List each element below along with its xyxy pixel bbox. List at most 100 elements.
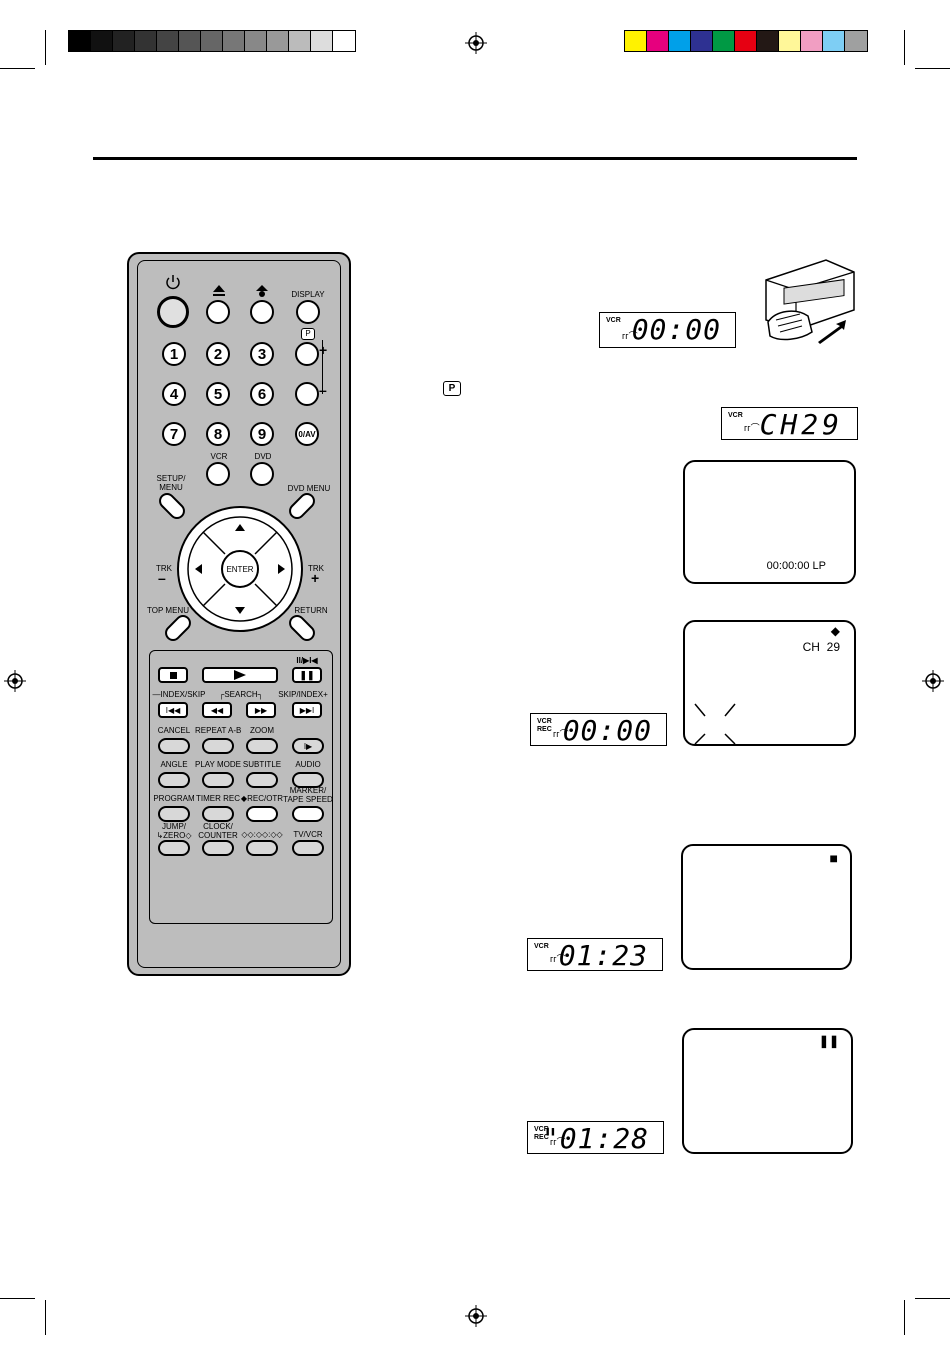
header-rule bbox=[93, 157, 857, 160]
power-button[interactable] bbox=[157, 296, 189, 328]
p-badge: P bbox=[443, 381, 461, 396]
tv-screen: ■ bbox=[681, 844, 852, 970]
stop-icon bbox=[169, 671, 177, 679]
marker-tape-speed-label: MARKER/ TAPE SPEED bbox=[283, 786, 333, 804]
remote-inner-border bbox=[137, 260, 341, 968]
cassette-icon: ᴦᴦ⌒ bbox=[553, 729, 569, 739]
dvd-button[interactable] bbox=[250, 462, 274, 486]
tape-counter-text: 00:00:00 LP bbox=[766, 560, 826, 572]
audio-button[interactable] bbox=[292, 772, 324, 788]
audio-label: AUDIO bbox=[295, 760, 321, 769]
vcr-display-value: 00:00 bbox=[562, 714, 652, 747]
angle-button[interactable] bbox=[158, 772, 190, 788]
registration-target-icon bbox=[465, 32, 487, 54]
registration-target-icon bbox=[922, 670, 944, 692]
stop-indicator-icon: ■ bbox=[829, 850, 838, 866]
cassette-insert-illustration bbox=[765, 259, 855, 344]
repeat-ab-button[interactable] bbox=[202, 738, 234, 754]
crop-mark bbox=[0, 68, 35, 69]
play-mode-button[interactable] bbox=[202, 772, 234, 788]
channel-up-button[interactable] bbox=[295, 342, 319, 366]
open-close-button[interactable] bbox=[250, 300, 274, 324]
vcr-display-label: VCR REC bbox=[534, 1126, 549, 1141]
crop-mark bbox=[904, 30, 905, 65]
slow-button[interactable]: I▶ bbox=[292, 738, 324, 754]
index-skip-label: —INDEX/SKIP bbox=[152, 690, 206, 699]
crop-mark bbox=[0, 1298, 35, 1299]
zoom-button[interactable] bbox=[246, 738, 278, 754]
tv-screen: ◆ CH 29 bbox=[683, 620, 856, 746]
pause-icon: ❚❚ bbox=[299, 669, 315, 680]
channel-down-button[interactable] bbox=[295, 382, 319, 406]
jump-zero-button[interactable] bbox=[158, 840, 190, 856]
dvd-label: DVD bbox=[254, 452, 272, 461]
power-icon bbox=[166, 275, 180, 290]
dvd-menu-label: DVD MENU bbox=[287, 484, 331, 493]
skip-forward-button[interactable]: ▶▶I bbox=[292, 702, 322, 718]
registration-target-icon bbox=[465, 1305, 487, 1327]
open-close-icon bbox=[256, 285, 268, 297]
subtitle-label: SUBTITLE bbox=[242, 760, 282, 769]
vcr-label: VCR bbox=[210, 452, 228, 461]
registration-target-icon bbox=[4, 670, 26, 692]
clock-counter-label: CLOCK/ COUNTER bbox=[198, 822, 238, 840]
cancel-label: CANCEL bbox=[157, 726, 191, 735]
enter-button[interactable]: ENTER bbox=[221, 550, 259, 588]
fast-forward-icon: ▶▶ bbox=[254, 705, 268, 715]
number-8-button[interactable]: 8 bbox=[206, 422, 230, 446]
play-icon bbox=[234, 670, 246, 680]
p-badge: P bbox=[301, 328, 315, 340]
rec-otr-label: ◆REC/OTR bbox=[240, 794, 284, 803]
vcr-display-label: VCR bbox=[728, 412, 743, 419]
number-2-button[interactable]: 2 bbox=[206, 342, 230, 366]
vcr-rec-display: VCR REC ᴦᴦ⌒ "01:28 bbox=[527, 1121, 664, 1154]
vcr-display-value: 01:23 bbox=[558, 939, 648, 972]
return-label: RETURN bbox=[294, 606, 328, 615]
rewind-icon: ◀◀ bbox=[210, 705, 224, 715]
number-6-button[interactable]: 6 bbox=[250, 382, 274, 406]
program-button[interactable] bbox=[158, 806, 190, 822]
vcr-button[interactable] bbox=[206, 462, 230, 486]
play-button[interactable] bbox=[202, 667, 278, 683]
vcr-display-value: "01:28 bbox=[541, 1122, 649, 1155]
rewind-button[interactable]: ◀◀ bbox=[202, 702, 232, 718]
eject-button[interactable] bbox=[206, 300, 230, 324]
av-button[interactable]: 0/AV bbox=[295, 422, 319, 446]
eject-icon bbox=[213, 285, 225, 296]
subtitle-button[interactable] bbox=[246, 772, 278, 788]
fast-forward-button[interactable]: ▶▶ bbox=[246, 702, 276, 718]
number-9-button[interactable]: 9 bbox=[250, 422, 274, 446]
vcr-display-label: VCR bbox=[606, 317, 621, 324]
number-3-button[interactable]: 3 bbox=[250, 342, 274, 366]
number-4-button[interactable]: 4 bbox=[162, 382, 186, 406]
display-label: DISPLAY bbox=[291, 290, 325, 299]
plus-icon: + bbox=[319, 342, 328, 358]
skip-back-icon: I◀◀ bbox=[165, 705, 181, 715]
slow-icon: I▶ bbox=[303, 741, 313, 751]
gray-scale-bar bbox=[68, 30, 356, 52]
channel-text: CH 29 bbox=[802, 640, 840, 654]
tv-vcr-button[interactable] bbox=[292, 840, 324, 856]
counter-reset-button[interactable] bbox=[246, 840, 278, 856]
skip-forward-icon: ▶▶I bbox=[299, 705, 315, 715]
number-7-button[interactable]: 7 bbox=[162, 422, 186, 446]
play-mode-label: PLAY MODE bbox=[195, 760, 241, 769]
vcr-display-label: VCR bbox=[534, 943, 549, 950]
rec-otr-button[interactable] bbox=[246, 806, 278, 822]
timer-rec-button[interactable] bbox=[202, 806, 234, 822]
pause-step-label: II/▶I◀ bbox=[296, 656, 318, 665]
number-5-button[interactable]: 5 bbox=[206, 382, 230, 406]
stop-button[interactable] bbox=[158, 667, 188, 683]
marker-tape-speed-button[interactable] bbox=[292, 806, 324, 822]
vcr-display-label: VCR REC bbox=[537, 718, 552, 733]
vcr-display-value: 00:00 bbox=[631, 313, 721, 346]
vcr-rec-display: VCR REC ᴦᴦ⌒ 00:00 bbox=[530, 713, 667, 746]
clock-counter-button[interactable] bbox=[202, 840, 234, 856]
minus-icon: – bbox=[319, 382, 327, 398]
display-button[interactable] bbox=[296, 300, 320, 324]
cancel-button[interactable] bbox=[158, 738, 190, 754]
skip-back-button[interactable]: I◀◀ bbox=[158, 702, 188, 718]
number-1-button[interactable]: 1 bbox=[162, 342, 186, 366]
pause-button[interactable]: ❚❚ bbox=[292, 667, 322, 683]
tv-screen: 00:00:00 LP bbox=[683, 460, 856, 584]
